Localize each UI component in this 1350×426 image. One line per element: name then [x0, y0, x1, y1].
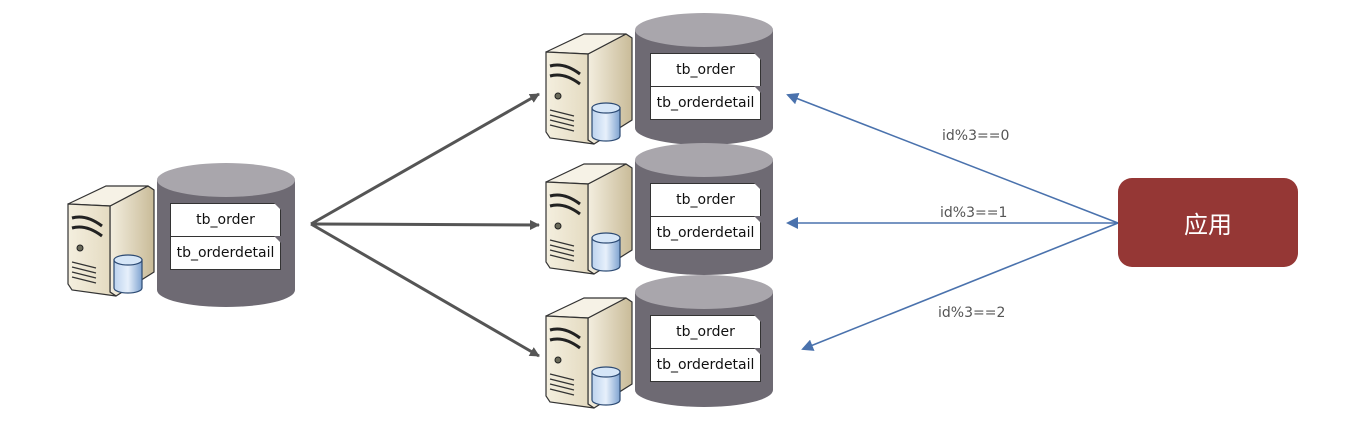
application-node[interactable]: 应用 — [1118, 178, 1298, 267]
split-arrow-to-shard-1 — [310, 219, 540, 230]
split-arrow-to-shard-0 — [310, 92, 540, 226]
mini-database-icon — [113, 254, 143, 294]
shard-1-table-tb-orderdetail: tb_orderdetail — [650, 216, 761, 250]
shard-2-table-tb-order: tb_order — [650, 315, 761, 349]
db-cylinder-top — [635, 143, 773, 177]
route-condition-0: id%3==0 — [942, 128, 1010, 144]
source-table-tb-orderdetail: tb_orderdetail — [170, 236, 281, 270]
db-cylinder-top — [635, 13, 773, 47]
route-arrow-shard-0 — [786, 93, 1119, 224]
shard-0-table-tb-orderdetail: tb_orderdetail — [650, 86, 761, 120]
split-arrow-to-shard-2 — [310, 222, 540, 358]
shard-2-server-icon — [545, 297, 633, 409]
mini-database-icon — [591, 102, 621, 142]
db-cylinder-top — [157, 163, 295, 197]
application-label: 应用 — [1184, 211, 1232, 239]
shard-0-server-icon — [545, 33, 633, 145]
route-condition-1: id%3==1 — [940, 205, 1008, 221]
mini-database-icon — [591, 232, 621, 272]
db-cylinder-top — [635, 275, 773, 309]
mini-database-icon — [591, 366, 621, 406]
split-arrows — [310, 92, 540, 358]
route-arrow-shard-2 — [801, 222, 1119, 351]
source-server-icon — [67, 185, 155, 297]
shard-1-server-icon — [545, 163, 633, 275]
route-condition-2: id%3==2 — [938, 305, 1006, 321]
source-table-tb-order: tb_order — [170, 203, 281, 237]
shard-0-table-tb-order: tb_order — [650, 53, 761, 87]
shard-2-table-tb-orderdetail: tb_orderdetail — [650, 348, 761, 382]
shard-1-table-tb-order: tb_order — [650, 183, 761, 217]
route-arrows — [786, 93, 1119, 351]
